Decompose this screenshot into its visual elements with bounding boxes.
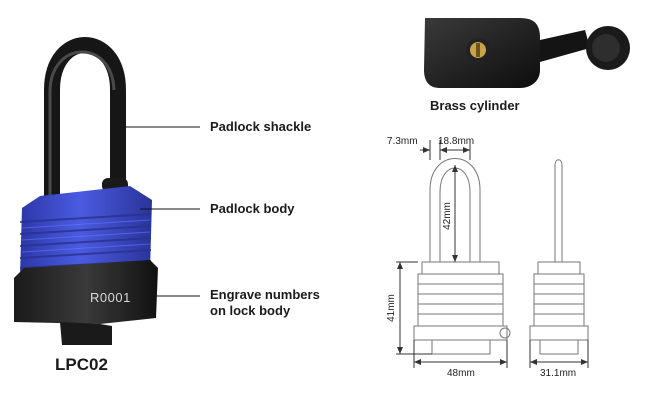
shackle-callout: Padlock shackle [210, 119, 312, 134]
engrave-callout-line2: on lock body [210, 303, 291, 318]
model-label: LPC02 [55, 355, 108, 374]
engraved-number: R0001 [90, 290, 131, 305]
technical-drawing-side [529, 159, 589, 355]
bottom-cover-shape [14, 260, 158, 324]
body-depth-dimension: 31.1mm [540, 368, 577, 379]
shackle-height-dimension: 42mm [442, 202, 453, 230]
inner-width-dimension: 18.8mm [438, 136, 475, 147]
engrave-callout-line1: Engrave numbers [210, 287, 320, 302]
gap-dimension: 7.3mm [387, 136, 418, 147]
technical-drawing-front [413, 158, 511, 355]
body-height-dimension: 41mm [386, 294, 397, 322]
cylinder-callout: Brass cylinder [430, 98, 520, 113]
lock-body-shape [20, 186, 152, 276]
body-width-dimension: 48mm [447, 368, 475, 379]
body-callout: Padlock body [210, 201, 295, 216]
